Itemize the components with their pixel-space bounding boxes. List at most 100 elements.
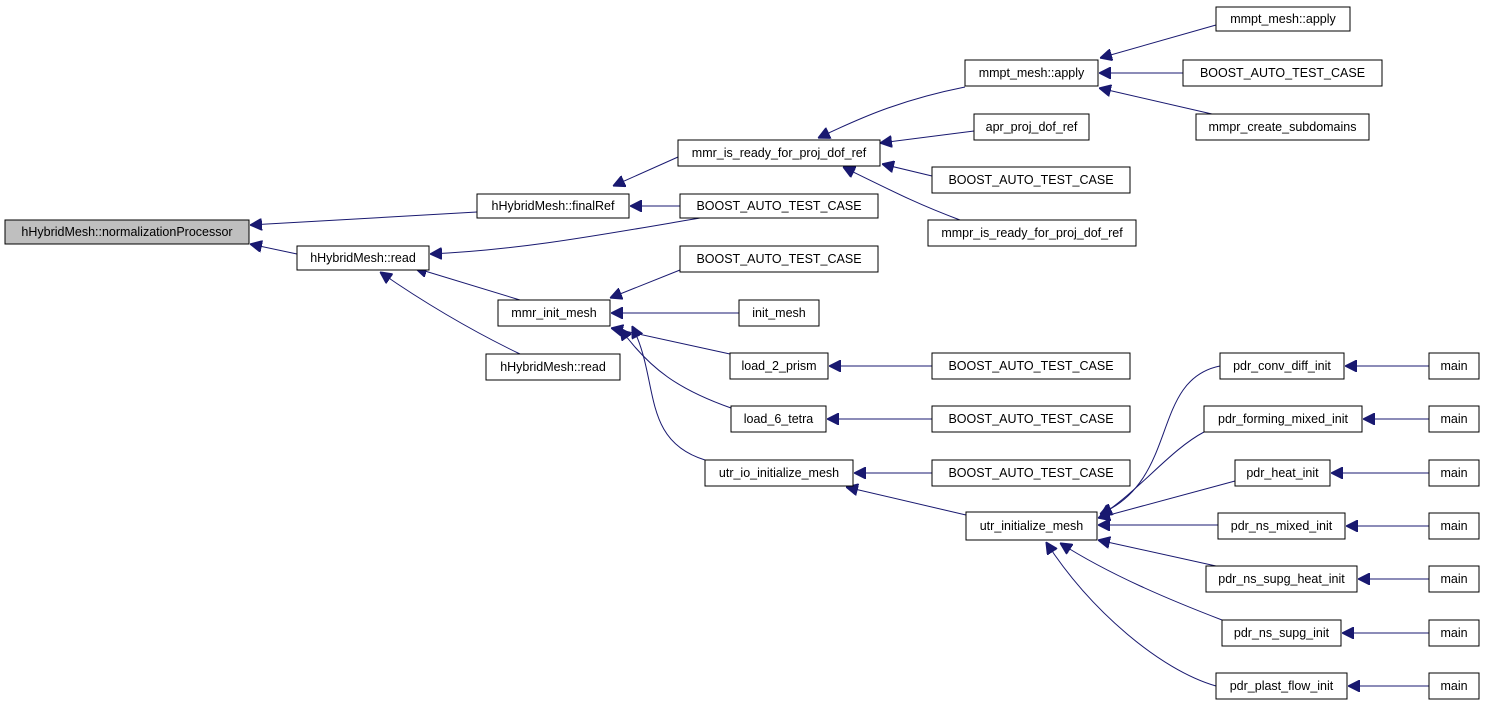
node-label: utr_io_initialize_mesh [719, 466, 839, 480]
edge-n22-n18 [846, 487, 967, 516]
node-box[interactable] [497, 299, 611, 327]
node-box[interactable] [1221, 619, 1342, 647]
node-label: hHybridMesh::finalRef [492, 199, 615, 213]
node-n14[interactable]: BOOST_AUTO_TEST_CASE [679, 245, 879, 273]
node-label: main [1440, 519, 1467, 533]
node-n21[interactable]: BOOST_AUTO_TEST_CASE [931, 459, 1131, 487]
node-box[interactable] [931, 405, 1131, 433]
node-n5[interactable]: mmpt_mesh::apply [964, 59, 1099, 87]
node-box[interactable] [1428, 405, 1480, 433]
node-n36[interactable]: main [1428, 672, 1480, 700]
node-box[interactable] [476, 193, 630, 219]
node-n35[interactable]: main [1428, 619, 1480, 647]
node-label: pdr_conv_diff_init [1233, 359, 1331, 373]
edge-n11-n5 [1099, 88, 1213, 115]
node-n3[interactable]: mmr_is_ready_for_proj_dof_ref [677, 139, 881, 167]
node-box[interactable] [1205, 565, 1358, 593]
node-box[interactable] [1428, 565, 1480, 593]
node-n10[interactable]: BOOST_AUTO_TEST_CASE [1182, 59, 1383, 87]
node-box[interactable] [4, 219, 250, 245]
node-label: pdr_forming_mixed_init [1218, 412, 1348, 426]
node-box[interactable] [965, 511, 1098, 541]
node-box[interactable] [1217, 512, 1346, 540]
edge-n7-n3 [882, 164, 933, 177]
node-n2[interactable]: hHybridMesh::read [296, 245, 430, 271]
node-box[interactable] [1428, 619, 1480, 647]
node-n17[interactable]: load_6_tetra [730, 405, 827, 433]
node-label: main [1440, 466, 1467, 480]
node-n4[interactable]: BOOST_AUTO_TEST_CASE [679, 193, 879, 219]
node-box[interactable] [1219, 352, 1345, 380]
node-n18[interactable]: utr_io_initialize_mesh [704, 459, 854, 487]
node-n9[interactable]: mmpt_mesh::apply [1215, 6, 1351, 32]
node-box[interactable] [677, 139, 881, 167]
node-label: mmpr_create_subdomains [1209, 120, 1357, 134]
node-box[interactable] [1215, 6, 1351, 32]
node-box[interactable] [679, 245, 879, 273]
node-n28[interactable]: pdr_ns_supg_init [1221, 619, 1342, 647]
node-n19[interactable]: BOOST_AUTO_TEST_CASE [931, 352, 1131, 380]
node-n22[interactable]: utr_initialize_mesh [965, 511, 1098, 541]
node-box[interactable] [1195, 113, 1370, 141]
node-label: BOOST_AUTO_TEST_CASE [1200, 66, 1365, 80]
node-box[interactable] [296, 245, 430, 271]
node-n33[interactable]: main [1428, 512, 1480, 540]
node-n12[interactable]: mmr_init_mesh [497, 299, 611, 327]
node-n29[interactable]: pdr_plast_flow_init [1215, 672, 1348, 700]
node-box[interactable] [738, 299, 820, 327]
node-n26[interactable]: pdr_ns_mixed_init [1217, 512, 1346, 540]
node-box[interactable] [1428, 352, 1480, 380]
node-n13[interactable]: hHybridMesh::read [485, 353, 621, 381]
node-label: mmpr_is_ready_for_proj_dof_ref [941, 226, 1123, 240]
node-box[interactable] [1428, 459, 1480, 487]
node-n27[interactable]: pdr_ns_supg_heat_init [1205, 565, 1358, 593]
node-box[interactable] [1182, 59, 1383, 87]
node-label: pdr_heat_init [1246, 466, 1319, 480]
node-n1[interactable]: hHybridMesh::finalRef [476, 193, 630, 219]
node-n11[interactable]: mmpr_create_subdomains [1195, 113, 1370, 141]
node-label: pdr_ns_supg_heat_init [1218, 572, 1345, 586]
edge-n9-n5 [1100, 24, 1217, 58]
node-box[interactable] [927, 219, 1137, 247]
node-label: BOOST_AUTO_TEST_CASE [948, 359, 1113, 373]
node-n30[interactable]: main [1428, 352, 1480, 380]
node-box[interactable] [973, 113, 1090, 141]
node-n34[interactable]: main [1428, 565, 1480, 593]
edge-n5-n3 [818, 86, 966, 138]
node-box[interactable] [485, 353, 621, 381]
edge-n3-n1 [613, 156, 679, 186]
node-n16[interactable]: load_2_prism [729, 352, 829, 380]
node-label: main [1440, 626, 1467, 640]
node-box[interactable] [1428, 672, 1480, 700]
edge-n12-n2 [415, 268, 521, 301]
node-n6[interactable]: apr_proj_dof_ref [973, 113, 1090, 141]
node-box[interactable] [704, 459, 854, 487]
node-n31[interactable]: main [1428, 405, 1480, 433]
node-box[interactable] [1234, 459, 1331, 487]
node-label: init_mesh [752, 306, 806, 320]
node-n7[interactable]: BOOST_AUTO_TEST_CASE [931, 166, 1131, 194]
node-box[interactable] [1428, 512, 1480, 540]
node-n25[interactable]: pdr_heat_init [1234, 459, 1331, 487]
node-n20[interactable]: BOOST_AUTO_TEST_CASE [931, 405, 1131, 433]
node-box[interactable] [679, 193, 879, 219]
node-n24[interactable]: pdr_forming_mixed_init [1203, 405, 1363, 433]
node-label: main [1440, 572, 1467, 586]
node-n8[interactable]: mmpr_is_ready_for_proj_dof_ref [927, 219, 1137, 247]
node-label: hHybridMesh::normalizationProcessor [21, 225, 232, 239]
node-box[interactable] [931, 166, 1131, 194]
node-box[interactable] [730, 405, 827, 433]
node-box[interactable] [964, 59, 1099, 87]
node-box[interactable] [931, 459, 1131, 487]
node-box[interactable] [729, 352, 829, 380]
node-n0[interactable]: hHybridMesh::normalizationProcessor [4, 219, 250, 245]
node-box[interactable] [1215, 672, 1348, 700]
node-label: BOOST_AUTO_TEST_CASE [948, 466, 1113, 480]
node-n23[interactable]: pdr_conv_diff_init [1219, 352, 1345, 380]
edge-n27-n22 [1098, 540, 1217, 567]
node-box[interactable] [931, 352, 1131, 380]
node-n32[interactable]: main [1428, 459, 1480, 487]
node-box[interactable] [1203, 405, 1363, 433]
edge-n13-n2 [380, 272, 521, 355]
node-n15[interactable]: init_mesh [738, 299, 820, 327]
